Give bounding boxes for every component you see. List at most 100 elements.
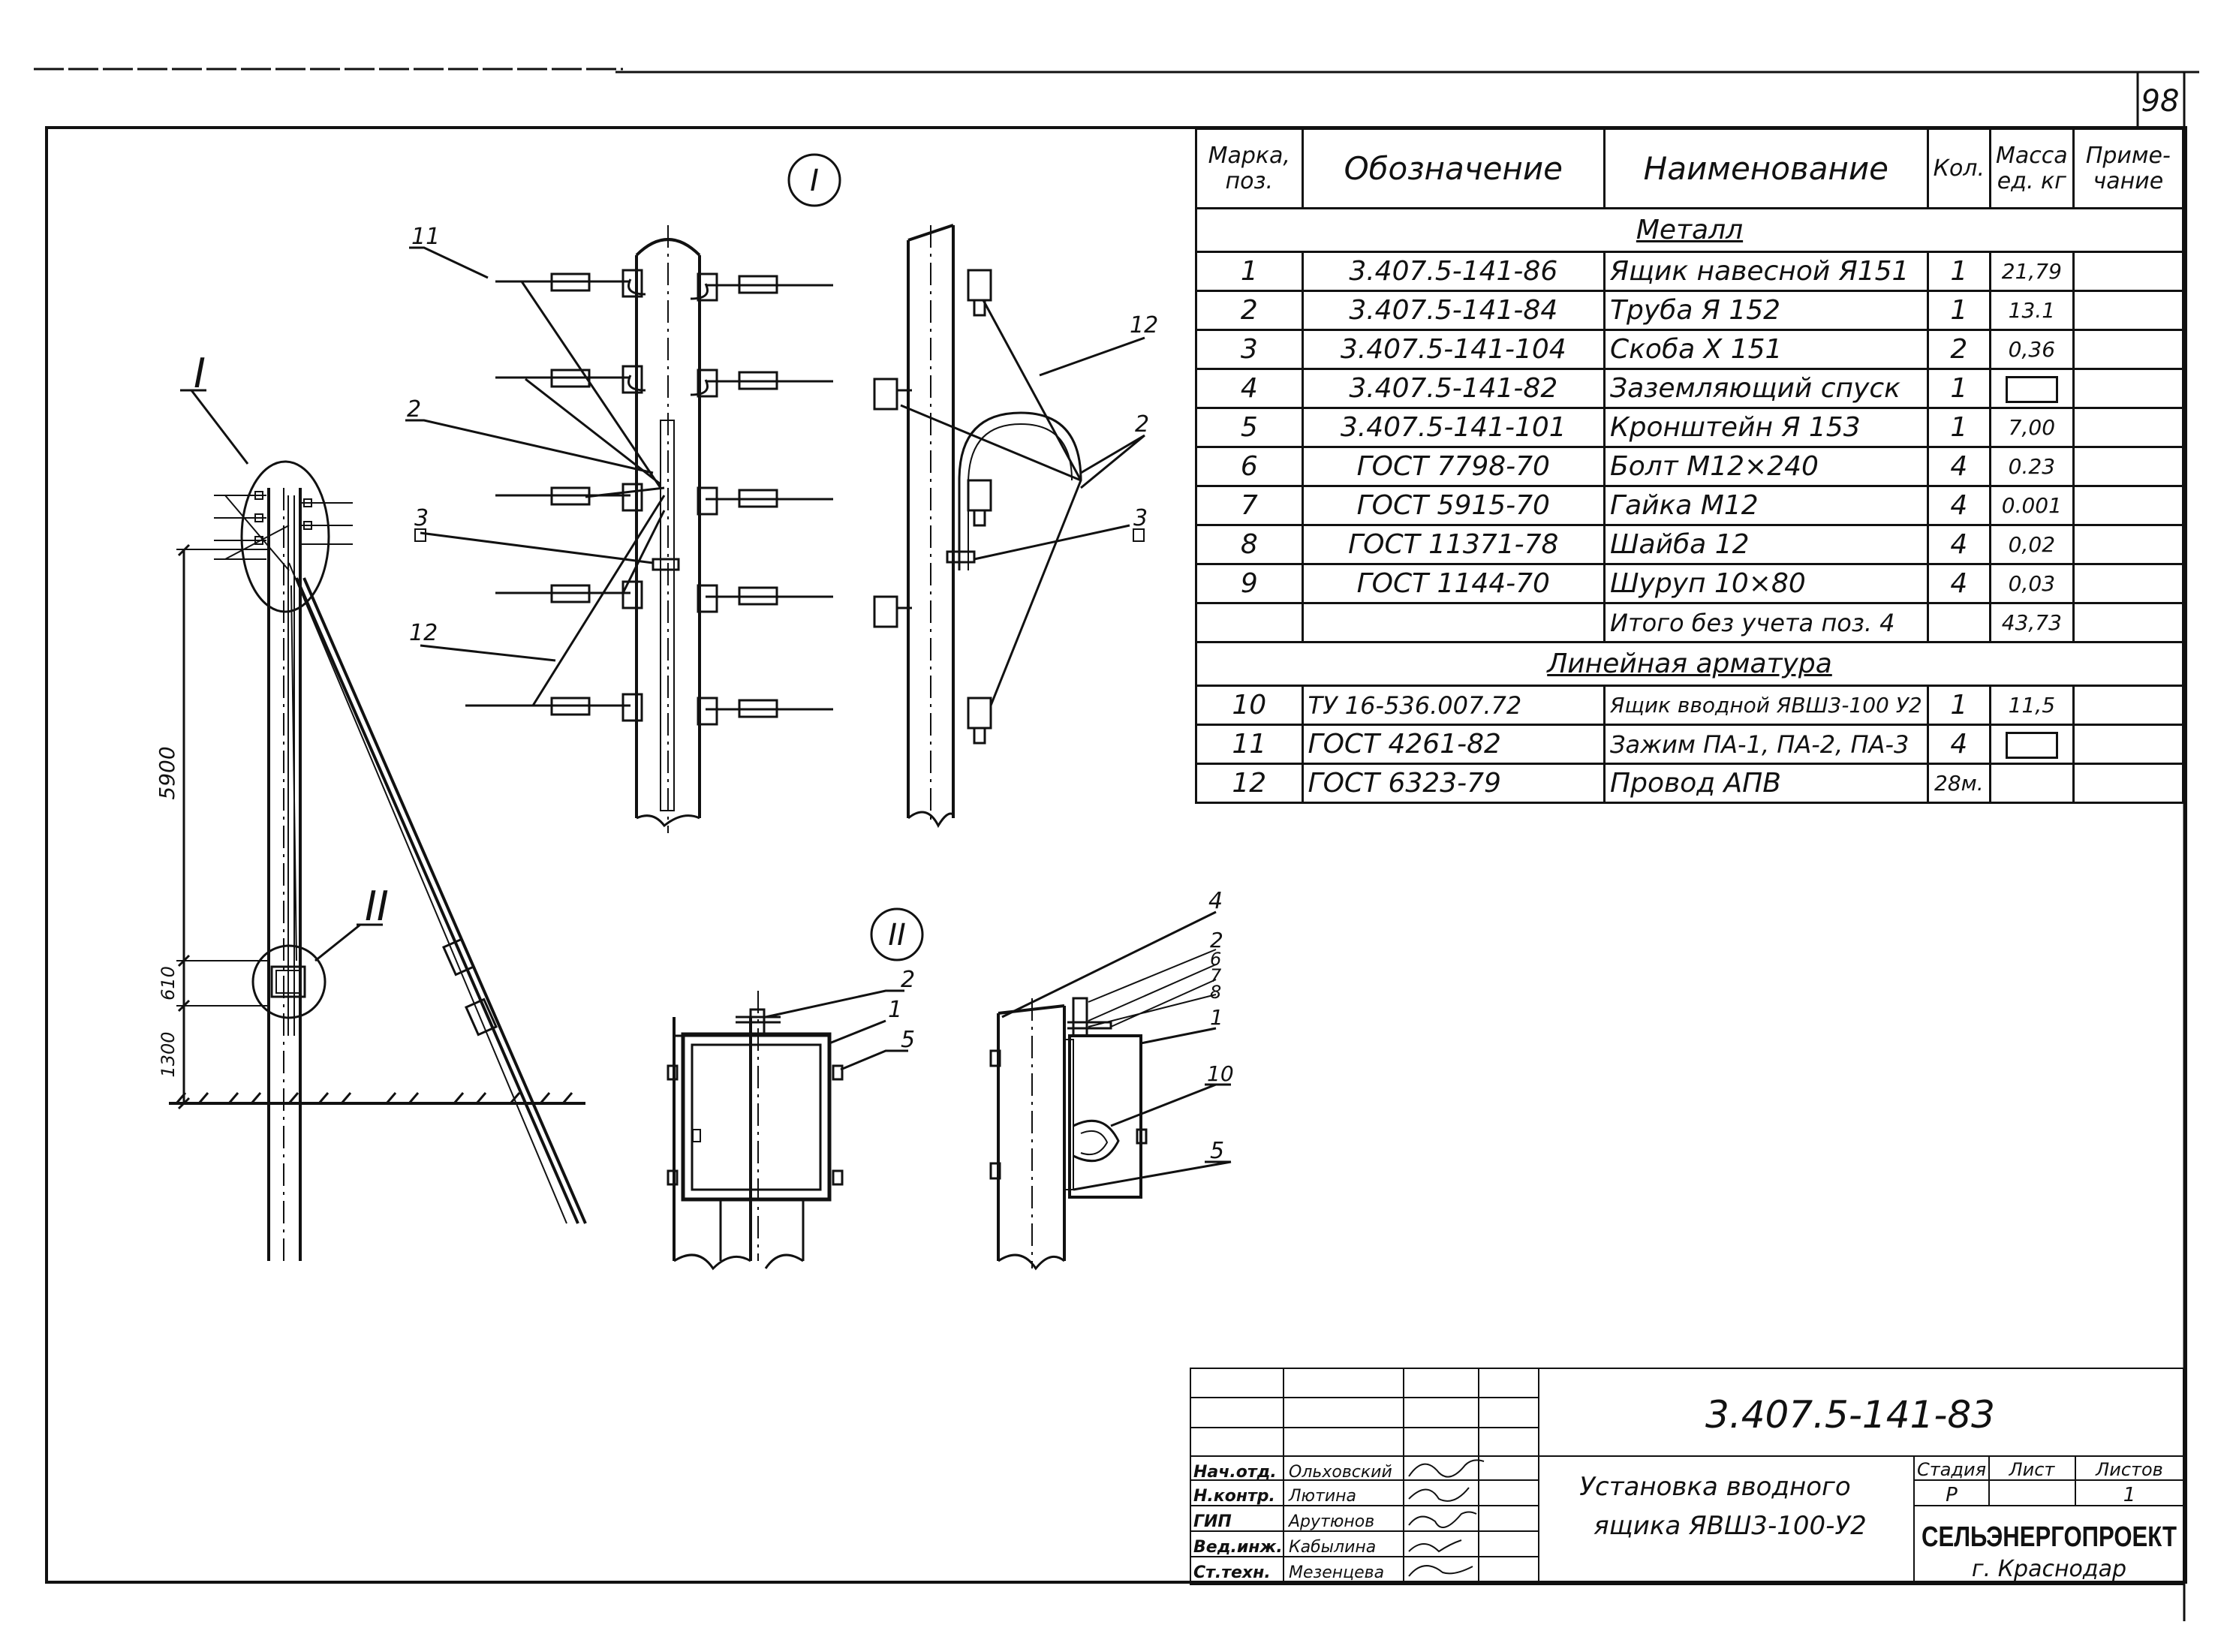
cell-mass: 0.23 — [1989, 446, 2075, 487]
cell-pos: 5 — [1195, 407, 1304, 448]
cell-pos: 7 — [1195, 485, 1304, 526]
cell-designation: ГОСТ 11371-78 — [1301, 524, 1606, 565]
dimension-1300: 1300 — [158, 1031, 179, 1077]
callout-v2s-4: 4 — [1208, 888, 1223, 914]
staff-name: Арутюнов — [1287, 1512, 1374, 1531]
table-row: 6 ГОСТ 7798-70 Болт М12×240 4 0.23 — [1195, 446, 2185, 487]
org-name: СЕЛЬЭНЕРГОПРОЕКТ — [1922, 1521, 2177, 1553]
cell-mass — [1989, 763, 2075, 804]
sheets-label: Листов — [2095, 1459, 2163, 1480]
empty-mass-box — [2005, 376, 2058, 403]
cell-name: Болт М12×240 — [1603, 446, 1929, 487]
stage-value: Р — [1946, 1484, 1958, 1506]
cell-note — [2072, 329, 2185, 370]
spec-header-row: Марка, поз. Обозначение Наименование Кол… — [1195, 128, 2185, 209]
cell-mass: 0,03 — [1989, 563, 2075, 604]
table-row: 5 3.407.5-141-101 Кронштейн Я 153 1 7,00 — [1195, 407, 2185, 448]
cell-empty — [1195, 602, 1304, 643]
section-fittings-row: Линейная арматура — [1195, 641, 2184, 687]
cell-mass: 0,36 — [1989, 329, 2075, 370]
total-mass: 43,73 — [1989, 602, 2075, 643]
callout-v2-5: 5 — [901, 1027, 915, 1053]
cell-qty: 1 — [1926, 685, 1992, 726]
signatures — [1408, 1459, 1485, 1577]
callout-elev-I: I — [194, 350, 206, 397]
cell-name: Заземляющий спуск — [1603, 368, 1929, 409]
view-2-front — [667, 907, 924, 1271]
header-note: Приме- чание — [2072, 128, 2185, 209]
org-city: г. Краснодар — [1972, 1556, 2126, 1582]
callout-v1s-3: 3 — [1133, 505, 1148, 531]
cell-designation: ГОСТ 7798-70 — [1301, 446, 1606, 487]
cell-pos: 6 — [1195, 446, 1304, 487]
section-metal-row: Металл — [1195, 207, 2184, 253]
cell-name: Шайба 12 — [1603, 524, 1929, 565]
cell-note — [2072, 290, 2185, 331]
cell-name: Провод АПВ — [1603, 763, 1929, 804]
header-mark: Марка, поз. — [1195, 128, 1304, 209]
cell-name: Шуруп 10×80 — [1603, 563, 1929, 604]
callout-v1-11: 11 — [411, 224, 440, 250]
cell-note — [2072, 446, 2185, 487]
table-row: 11 ГОСТ 4261-82 Зажим ПА-1, ПА-2, ПА-3 4 — [1195, 724, 2185, 765]
callout-v1-2: 2 — [407, 396, 421, 423]
callout-v2s-7: 7 — [1210, 965, 1222, 986]
cell-designation: 3.407.5-141-104 — [1301, 329, 1606, 370]
table-row: 2 3.407.5-141-84 Труба Я 152 1 13.1 — [1195, 290, 2185, 331]
cell-pos: 3 — [1195, 329, 1304, 370]
title-line-1: Установка вводного — [1579, 1472, 1850, 1502]
section-fittings: Линейная арматура — [1195, 641, 2184, 687]
staff-name: Лютина — [1288, 1487, 1356, 1506]
staff-role: Н.контр. — [1193, 1487, 1275, 1506]
callout-v2s-10: 10 — [1207, 1061, 1234, 1086]
cell-qty: 4 — [1926, 524, 1992, 565]
cell-qty: 4 — [1926, 485, 1992, 526]
table-row: 3 3.407.5-141-104 Скоба X 151 2 0,36 — [1195, 329, 2185, 370]
cell-qty: 28м. — [1926, 763, 1992, 804]
cell-name: Зажим ПА-1, ПА-2, ПА-3 — [1603, 724, 1929, 765]
header-name: Наименование — [1603, 128, 1929, 209]
cell-designation: ГОСТ 1144-70 — [1301, 563, 1606, 604]
cell-empty — [1301, 602, 1606, 643]
dimension-5900: 5900 — [155, 746, 179, 799]
dimension-610: 610 — [158, 966, 179, 1001]
cell-mass: 7,00 — [1989, 407, 2075, 448]
cell-mass-empty-box — [1989, 368, 2075, 409]
callout-elev-II: II — [365, 883, 389, 930]
staff-name: Мезенцева — [1289, 1563, 1384, 1582]
page-number: 98 — [2141, 84, 2180, 119]
header-mass: Масса ед. кг — [1989, 128, 2075, 209]
cell-note — [2072, 563, 2185, 604]
cell-qty: 1 — [1926, 251, 1992, 292]
cell-name: Гайка М12 — [1603, 485, 1929, 526]
callout-v1s-12: 12 — [1130, 312, 1158, 339]
sheet-label: Лист — [2009, 1459, 2056, 1480]
view-2-side — [989, 910, 1232, 1271]
cell-pos: 9 — [1195, 563, 1304, 604]
table-row: 1 3.407.5-141-86 Ящик навесной Я151 1 21… — [1195, 251, 2185, 292]
doc-code: 3.407.5-141-83 — [1705, 1393, 1995, 1437]
staff-role: Вед.инж. — [1193, 1538, 1283, 1557]
cell-pos: 1 — [1195, 251, 1304, 292]
cell-empty — [1926, 602, 1992, 643]
total-label: Итого без учета поз. 4 — [1603, 602, 1929, 643]
callout-v2s-5: 5 — [1210, 1138, 1224, 1164]
stage-label: Стадия — [1917, 1459, 1986, 1480]
cell-mass: 11,5 — [1989, 685, 2075, 726]
cell-pos: 8 — [1195, 524, 1304, 565]
cell-designation: 3.407.5-141-84 — [1301, 290, 1606, 331]
view-1-front — [405, 153, 841, 833]
view-2-label: II — [888, 918, 906, 952]
table-row: 12 ГОСТ 6323-79 Провод АПВ 28м. — [1195, 763, 2185, 804]
callout-v2s-2: 2 — [1210, 928, 1223, 952]
cell-designation: 3.407.5-141-101 — [1301, 407, 1606, 448]
header-qty: Кол. — [1926, 128, 1992, 209]
cell-designation: ТУ 16-536.007.72 — [1301, 685, 1606, 726]
cell-qty: 4 — [1926, 563, 1992, 604]
cell-empty — [2072, 602, 2185, 643]
cell-pos: 2 — [1195, 290, 1304, 331]
cell-qty: 1 — [1926, 407, 1992, 448]
staff-name: Ольховский — [1289, 1463, 1392, 1482]
staff-name: Кабылина — [1289, 1538, 1376, 1557]
staff-role: ГИП — [1193, 1512, 1232, 1531]
